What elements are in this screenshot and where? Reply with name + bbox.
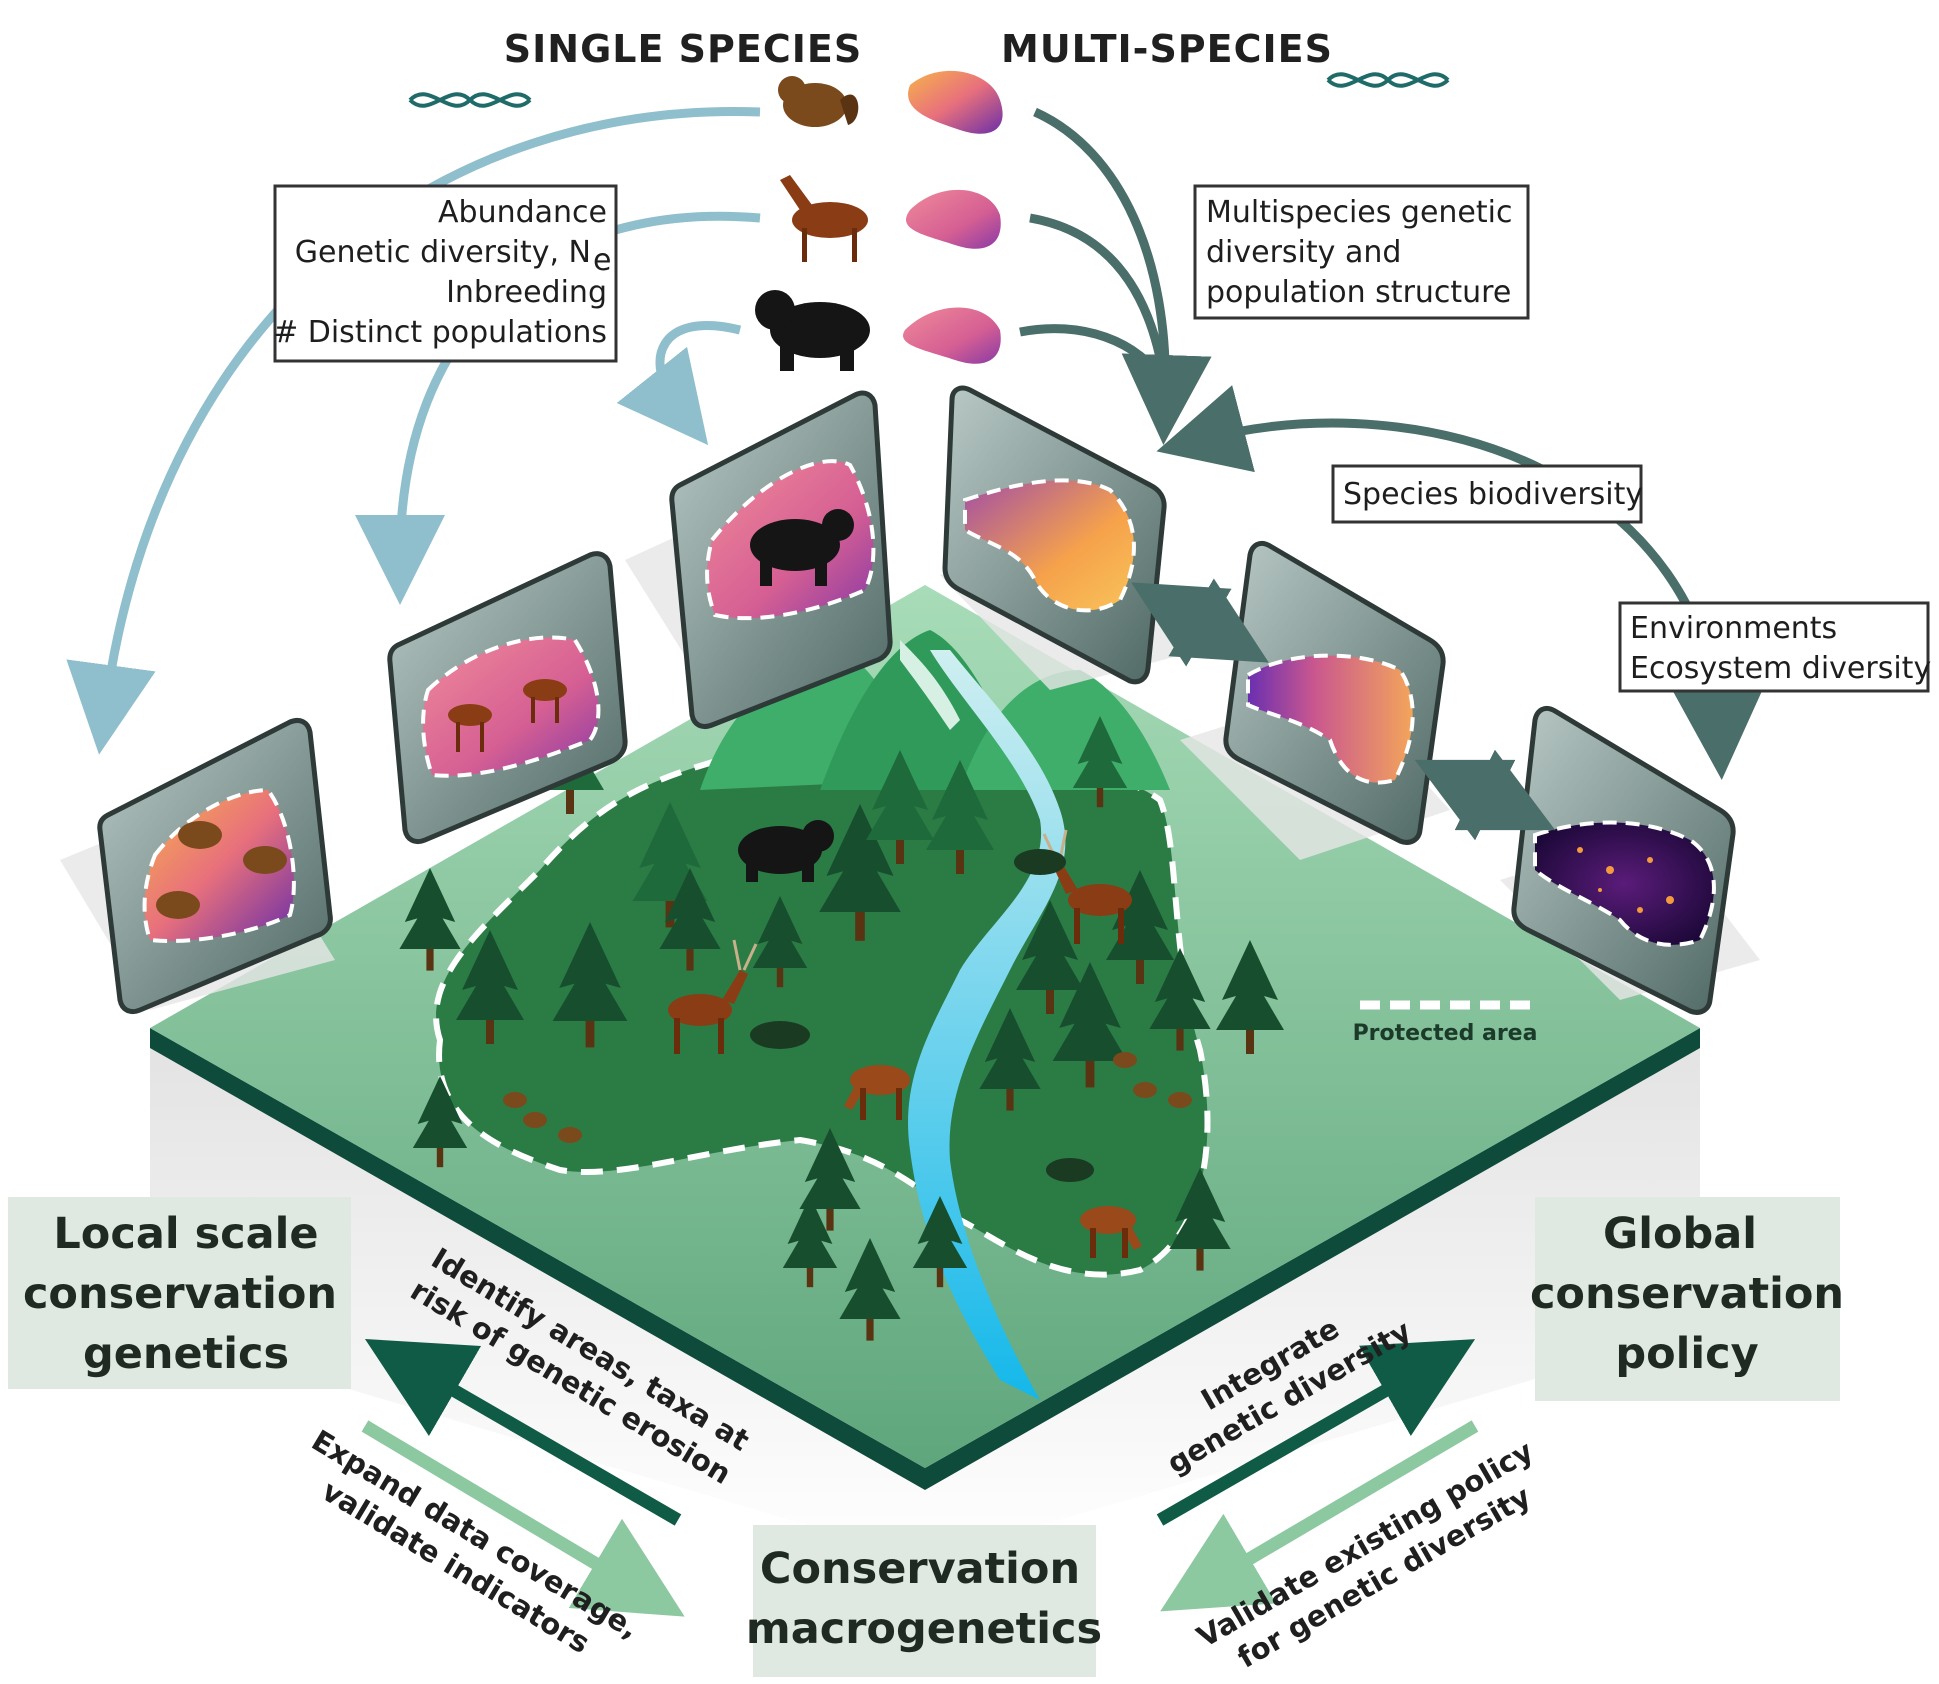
- global-policy-box: Global conservation policy: [1530, 1197, 1844, 1401]
- species-row: [408, 70, 1450, 371]
- multispecies-map-3: [903, 307, 1001, 364]
- metric-distinct-populations: # Distinct populations: [273, 315, 607, 350]
- multispecies-line-1: Multispecies genetic: [1206, 195, 1512, 230]
- macrogenetics-line-1: Conservation: [760, 1544, 1080, 1594]
- metric-inbreeding: Inbreeding: [446, 275, 607, 310]
- legend-label: Protected area: [1353, 1021, 1538, 1046]
- tree-icon: [1216, 940, 1284, 1054]
- chipmunk-icon: [778, 76, 859, 127]
- label-expand: Expand data coverage, validate indicator…: [306, 1423, 645, 1660]
- multispecies-line-2: diversity and: [1206, 235, 1401, 270]
- multispecies-line-3: population structure: [1206, 275, 1511, 310]
- deer-icon: [668, 939, 758, 1054]
- tree-icon: [552, 922, 628, 1048]
- panel-bear: [625, 390, 893, 730]
- panel-chipmunk: [60, 717, 335, 1015]
- tree-icon: [926, 760, 994, 874]
- global-policy-line-2: conservation: [1530, 1269, 1844, 1319]
- species-biodiversity-label: Species biodiversity: [1343, 477, 1643, 512]
- header-multi-species: MULTI-SPECIES: [1001, 27, 1333, 71]
- deer-icon: [780, 175, 868, 262]
- multispecies-box: Multispecies genetic diversity and popul…: [1193, 184, 1530, 320]
- local-scale-box: Local scale conservation genetics: [8, 1197, 351, 1389]
- tree-icon: [782, 1196, 838, 1288]
- tree-icon: [819, 804, 901, 941]
- night-lights: [1577, 847, 1674, 913]
- global-policy-line-3: policy: [1615, 1329, 1758, 1379]
- mountains: [700, 630, 1170, 790]
- environments-line-1: Environments: [1630, 611, 1837, 646]
- species-biodiversity-box: Species biodiversity: [1331, 464, 1643, 524]
- deer-icon: [448, 679, 567, 752]
- global-policy-line-1: Global: [1603, 1209, 1757, 1259]
- local-scale-line-2: conservation: [23, 1269, 337, 1319]
- metric-genetic-diversity-subscript: e: [593, 243, 611, 278]
- panel-deer: [387, 551, 628, 845]
- header-single-species: SINGLE SPECIES: [504, 27, 862, 71]
- tree-icon: [866, 750, 934, 864]
- hedgehog-icon: [750, 849, 1094, 1182]
- legend-protected-area: Protected area: [1353, 1000, 1538, 1046]
- tree-icon: [456, 930, 524, 1044]
- chipmunk-icon: [156, 821, 287, 919]
- tree-icon: [752, 896, 808, 988]
- tree-icon: [659, 868, 721, 971]
- deer-icon: [844, 1065, 910, 1120]
- local-scale-line-3: genetics: [83, 1329, 289, 1379]
- tree-icon: [912, 1196, 968, 1288]
- tree-icon: [1169, 1168, 1231, 1271]
- bear-icon: [750, 509, 854, 586]
- metric-abundance: Abundance: [438, 195, 607, 230]
- tree-icon: [412, 1076, 468, 1168]
- multispecies-map-2: [906, 189, 1001, 249]
- scale-arrows: [361, 1338, 1479, 1617]
- macrogenetics-line-2: macrogenetics: [746, 1604, 1102, 1654]
- tree-icon: [1149, 948, 1211, 1051]
- protected-area: [433, 742, 1211, 1278]
- tree-icon: [799, 1128, 861, 1231]
- local-scale-line-1: Local scale: [53, 1209, 318, 1259]
- tree-icon: [839, 1238, 901, 1341]
- multispecies-map-1: [908, 70, 1003, 134]
- metric-genetic-diversity: Genetic diversity, N: [295, 235, 591, 270]
- bear-icon: [738, 820, 834, 882]
- tree-icon: [979, 1008, 1041, 1111]
- tree-icon: [1052, 962, 1128, 1088]
- macrogenetics-box: Conservation macrogenetics: [746, 1525, 1102, 1677]
- dna-icon: [1326, 72, 1450, 88]
- tree-group: [399, 700, 1284, 1341]
- tree-icon: [1072, 716, 1128, 808]
- chipmunk-icon: [503, 1052, 1192, 1143]
- deer-icon: [1080, 1206, 1142, 1258]
- tree-icon: [399, 868, 461, 971]
- dna-icon: [408, 92, 532, 108]
- environments-line-2: Ecosystem diversity: [1630, 651, 1931, 686]
- environments-box: Environments Ecosystem diversity: [1618, 601, 1931, 693]
- panel-environments: [1500, 705, 1760, 1015]
- tree-icon: [1016, 900, 1084, 1014]
- bear-icon: [755, 290, 870, 371]
- board-animals: [503, 820, 1192, 1258]
- single-species-metrics-box: Abundance Genetic diversity, N e Inbreed…: [273, 184, 618, 363]
